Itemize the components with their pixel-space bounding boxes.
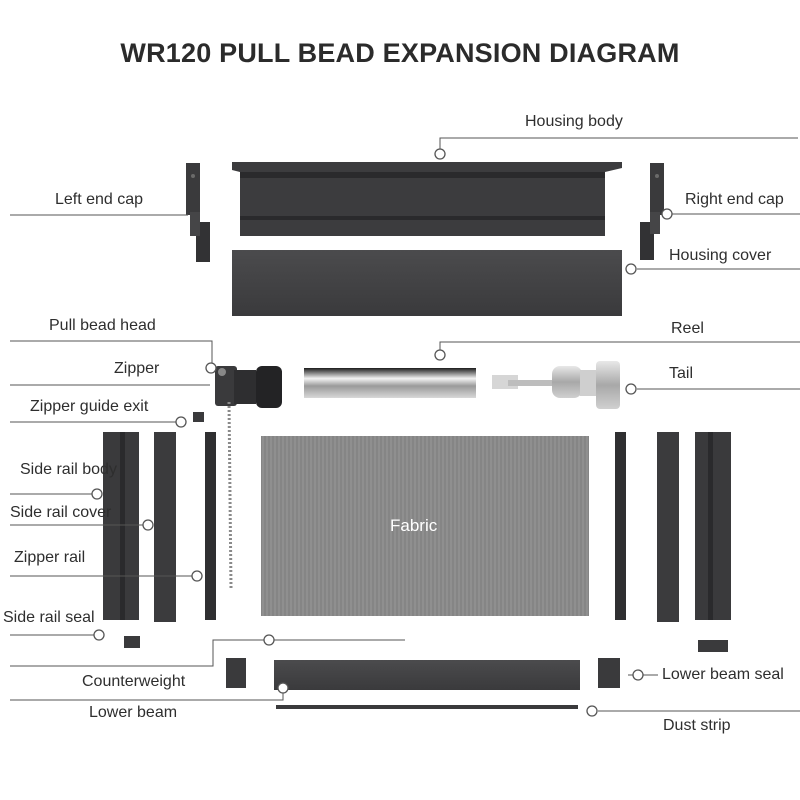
- left-zipper-rail-part: [205, 432, 216, 620]
- right-side-rail-cover-part: [657, 432, 679, 622]
- lower-beam-part: [274, 660, 580, 690]
- housing-cover-part: [232, 250, 622, 316]
- marker-pull-bead-head: [205, 362, 217, 374]
- left-end-cap-part: [186, 163, 210, 262]
- marker-zipper-rail: [191, 570, 203, 582]
- dust-strip-part: [276, 705, 578, 709]
- label-left-end-cap: Left end cap: [55, 191, 144, 208]
- right-side-rail-seal-part: [698, 640, 728, 652]
- label-zipper-rail: Zipper rail: [14, 549, 86, 566]
- right-zipper-rail-part: [615, 432, 626, 620]
- leader-pull-bead-head: [10, 340, 213, 364]
- leader-housing-body: [439, 137, 798, 154]
- marker-side-rail-body: [91, 488, 103, 500]
- label-zipper: Zipper: [114, 360, 160, 377]
- leader-reel: [439, 341, 800, 350]
- label-side-rail-body: Side rail body: [20, 461, 117, 478]
- label-dust-strip: Dust strip: [663, 717, 731, 734]
- housing-body-part: [232, 162, 622, 236]
- label-tail: Tail: [669, 365, 694, 382]
- marker-reel: [434, 349, 446, 361]
- tail-part: [492, 361, 620, 409]
- label-side-rail-cover: Side rail cover: [10, 504, 112, 521]
- left-lower-beam-seal-part: [226, 658, 246, 688]
- label-side-rail-seal: Side rail seal: [3, 609, 95, 626]
- marker-dust-strip: [586, 705, 598, 717]
- leader-counterweight: [10, 639, 405, 667]
- callout-markers: [91, 148, 673, 717]
- leader-lower-beam: [10, 691, 284, 701]
- left-side-rail-cover-part: [154, 432, 176, 622]
- bead-chain-part: [227, 401, 233, 589]
- label-housing-body: Housing body: [525, 113, 623, 130]
- label-lower-beam-seal: Lower beam seal: [662, 666, 784, 683]
- fabric-part: [261, 436, 589, 616]
- zipper-guide-exit-part: [193, 412, 204, 422]
- label-fabric: Fabric: [390, 516, 438, 535]
- marker-housing-body: [434, 148, 446, 160]
- left-side-rail-seal-part: [124, 636, 140, 648]
- label-reel: Reel: [671, 320, 704, 337]
- diagram-title: WR120 PULL BEAD EXPANSION DIAGRAM: [120, 38, 680, 68]
- marker-side-rail-cover: [142, 519, 154, 531]
- label-lower-beam: Lower beam: [89, 704, 178, 721]
- marker-tail: [625, 383, 637, 395]
- right-lower-beam-seal-part: [598, 658, 620, 688]
- pull-bead-head-part: [215, 366, 282, 408]
- marker-right-end-cap: [661, 208, 673, 220]
- reel-part: [304, 368, 476, 398]
- marker-counterweight: [263, 634, 275, 646]
- right-side-rail-body-part: [695, 432, 731, 620]
- label-counterweight: Counterweight: [82, 673, 186, 690]
- label-pull-bead-head: Pull bead head: [49, 317, 156, 334]
- marker-lower-beam: [277, 682, 289, 694]
- label-right-end-cap: Right end cap: [685, 191, 784, 208]
- marker-housing-cover: [625, 263, 637, 275]
- right-end-cap-part: [640, 163, 664, 260]
- marker-side-rail-seal: [93, 629, 105, 641]
- label-zipper-guide-exit: Zipper guide exit: [30, 398, 149, 415]
- marker-lower-beam-seal: [632, 669, 644, 681]
- label-housing-cover: Housing cover: [669, 247, 772, 264]
- left-side-rail-body-part: [103, 432, 139, 620]
- marker-zipper-guide-exit: [175, 416, 187, 428]
